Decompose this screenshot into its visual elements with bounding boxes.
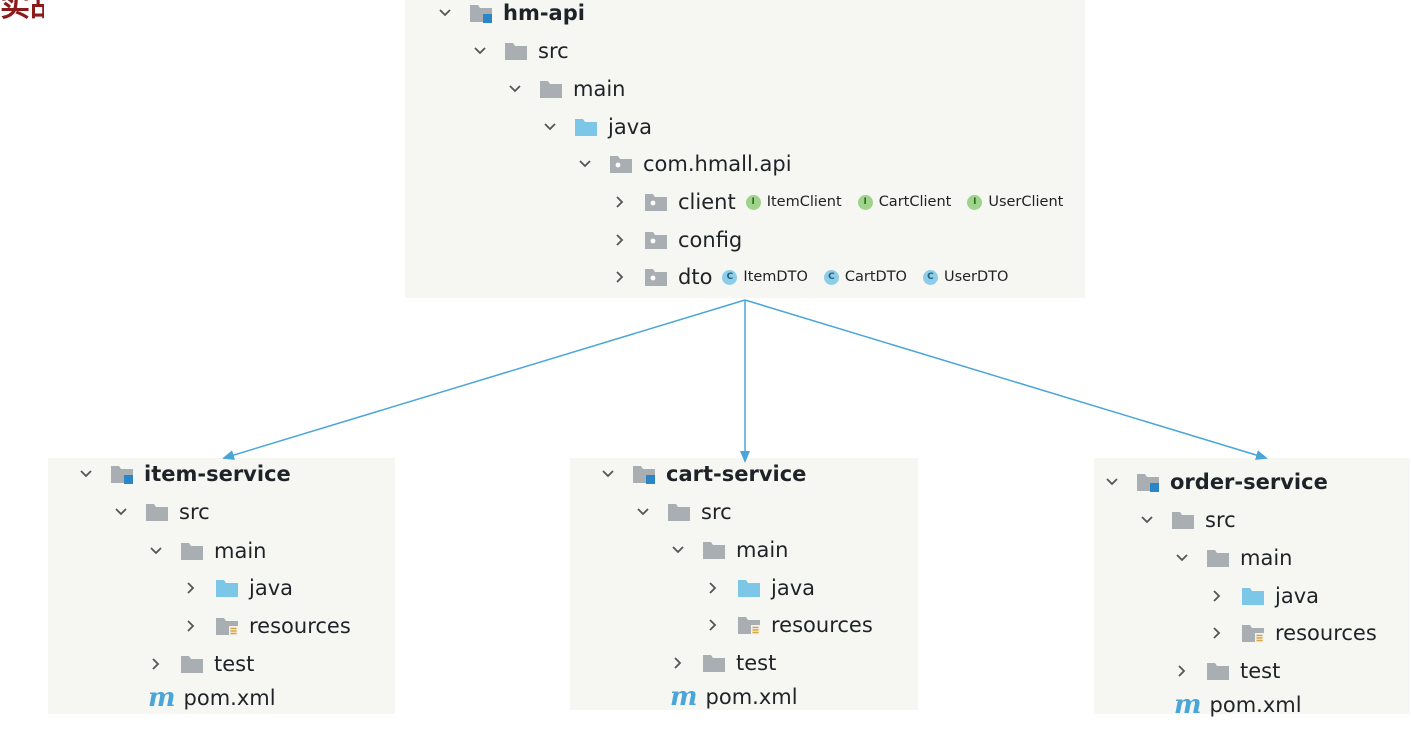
badge-label: ItemClient <box>766 194 842 210</box>
badge-label: CartClient <box>878 194 952 210</box>
folder-name: java <box>249 576 293 600</box>
folder-name: main <box>214 539 267 563</box>
folder-name: main <box>736 538 789 562</box>
folder-name: test <box>736 651 777 675</box>
tree-row-hm-api[interactable]: hm-api <box>435 0 585 31</box>
folder-name: dto <box>678 265 713 289</box>
maven-icon: m <box>148 683 176 713</box>
tree-row-module[interactable]: item-service <box>76 456 291 492</box>
tree-row-java[interactable]: java <box>1207 578 1319 614</box>
tree-row-main[interactable]: main <box>668 532 788 568</box>
tree-row-java[interactable]: java <box>540 109 652 145</box>
arrow-to-order-service <box>744 299 1268 460</box>
module-name: cart-service <box>666 462 807 486</box>
tree-row-module[interactable]: cart-service <box>598 456 806 492</box>
tree-row-main[interactable]: main <box>1172 540 1292 576</box>
folder-name: src <box>1205 508 1236 532</box>
tree-row-main[interactable]: main <box>146 533 266 569</box>
class-icon: C <box>823 269 839 285</box>
tree-row-test[interactable]: test <box>1172 653 1280 689</box>
module-name: hm-api <box>503 1 585 25</box>
tree-row-src[interactable]: src <box>1137 502 1236 538</box>
folder-name: client <box>678 190 736 214</box>
interface-badge: I ItemClient <box>745 194 842 210</box>
tree-row-java[interactable]: java <box>703 570 815 606</box>
maven-icon: m <box>670 682 698 712</box>
folder-name: test <box>1240 659 1281 683</box>
tree-row-dto[interactable]: dto C ItemDTO C CartDTO C UserDTO <box>610 259 1024 295</box>
tree-row-package[interactable]: com.hmall.api <box>575 146 792 182</box>
folder-name: test <box>214 652 255 676</box>
folder-name: java <box>1275 584 1319 608</box>
file-name: pom.xml <box>1209 693 1302 717</box>
badge-label: UserClient <box>988 194 1064 210</box>
class-icon: C <box>922 269 938 285</box>
interface-icon: I <box>745 194 761 210</box>
interface-badge: I UserClient <box>967 194 1063 210</box>
folder-name: java <box>608 115 652 139</box>
tree-row-src[interactable]: src <box>111 494 210 530</box>
arrow-to-item-service <box>222 299 746 460</box>
file-name: pom.xml <box>183 686 276 710</box>
class-badge: C CartDTO <box>823 269 907 285</box>
tree-row-resources[interactable]: resources <box>181 608 351 644</box>
dto-badges: C ItemDTO C CartDTO C UserDTO <box>722 269 1024 285</box>
tree-row-resources[interactable]: resources <box>1207 615 1377 651</box>
folder-name: main <box>573 77 626 101</box>
tree-row-test[interactable]: test <box>146 646 254 682</box>
interface-badge: I CartClient <box>857 194 952 210</box>
tree-row-src[interactable]: src <box>633 494 732 530</box>
tree-row-pom[interactable]: m pom.xml <box>1174 687 1302 723</box>
cart-service-tree-panel: cart-service src main java resources tes… <box>570 458 918 710</box>
item-service-tree-panel: item-service src main java resources tes… <box>48 458 395 714</box>
folder-name: src <box>538 39 569 63</box>
class-badge: C UserDTO <box>922 269 1009 285</box>
module-name: order-service <box>1170 470 1328 494</box>
header-fragment: 实战 <box>0 0 44 22</box>
tree-row-java[interactable]: java <box>181 570 293 606</box>
folder-name: resources <box>1275 621 1377 645</box>
class-badge: C ItemDTO <box>722 269 808 285</box>
badge-label: ItemDTO <box>743 269 808 285</box>
tree-row-module[interactable]: order-service <box>1102 464 1328 500</box>
class-icon: C <box>722 269 738 285</box>
file-name: pom.xml <box>705 685 798 709</box>
tree-row-src[interactable]: src <box>470 33 569 69</box>
tree-row-pom[interactable]: m pom.xml <box>148 680 276 716</box>
folder-name: main <box>1240 546 1293 570</box>
tree-row-main[interactable]: main <box>505 71 625 107</box>
package-name: com.hmall.api <box>643 152 792 176</box>
folder-name: resources <box>771 613 873 637</box>
folder-name: config <box>678 228 743 252</box>
folder-name: src <box>701 500 732 524</box>
module-name: item-service <box>144 462 291 486</box>
interface-icon: I <box>967 194 983 210</box>
hm-api-tree-panel: hm-api src main java com.hmall.api clien… <box>405 0 1085 298</box>
tree-row-resources[interactable]: resources <box>703 607 873 643</box>
folder-name: resources <box>249 614 351 638</box>
folder-name: java <box>771 576 815 600</box>
order-service-tree-panel: order-service src main java resources te… <box>1094 458 1410 718</box>
client-badges: I ItemClient I CartClient I UserClient <box>745 194 1080 210</box>
folder-name: src <box>179 500 210 524</box>
maven-icon: m <box>1174 690 1202 720</box>
tree-row-client[interactable]: client I ItemClient I CartClient I UserClie… <box>610 184 1079 220</box>
tree-row-pom[interactable]: m pom.xml <box>670 679 798 715</box>
tree-row-test[interactable]: test <box>668 645 776 681</box>
tree-row-config[interactable]: config <box>610 222 742 258</box>
interface-icon: I <box>857 194 873 210</box>
badge-label: UserDTO <box>943 269 1009 285</box>
badge-label: CartDTO <box>844 269 907 285</box>
